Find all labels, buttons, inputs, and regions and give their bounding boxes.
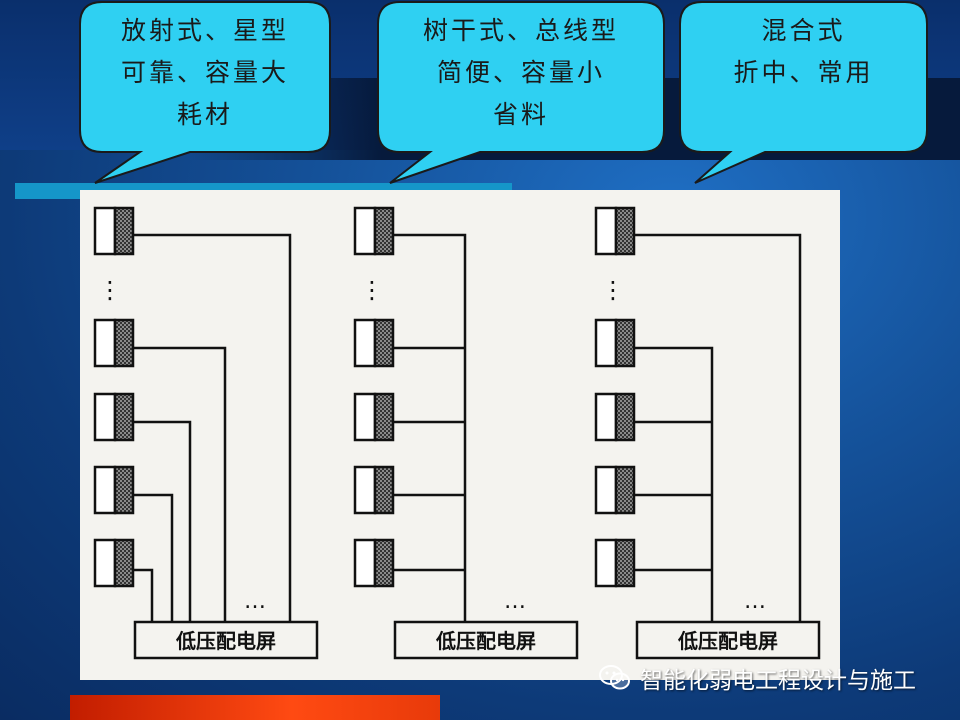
load-box [93, 465, 135, 515]
bubble-line: 放射式、星型 [120, 16, 289, 45]
mixed-diagram: 低压配电屏 [594, 206, 821, 660]
load-box [353, 465, 395, 515]
vertical-ellipsis: ⋮ [360, 276, 384, 304]
load-box [93, 392, 135, 442]
radial-diagram: 低压配电屏 [93, 206, 319, 660]
load-box [594, 392, 636, 442]
bubble-radial-shape [79, 1, 331, 184]
bubble-line: 混合式 [761, 16, 846, 45]
load-box [93, 538, 135, 588]
horizontal-ellipsis: … [244, 589, 266, 614]
load-box [353, 318, 395, 368]
screen-label: 低压配电屏 [677, 629, 778, 653]
load-box [594, 206, 636, 256]
bubble-line: 耗材 [176, 100, 233, 129]
load-box [594, 538, 636, 588]
bubble-line: 树干式、总线型 [422, 16, 619, 45]
screen-label: 低压配电屏 [435, 629, 536, 653]
bubble-trunk: 树干式、总线型 简便、容量小 省料 [380, 10, 662, 136]
load-box [353, 538, 395, 588]
load-box [353, 392, 395, 442]
load-box [353, 206, 395, 256]
bubble-line: 省料 [492, 100, 549, 129]
callout-bubbles [79, 1, 928, 184]
bubble-radial: 放射式、星型 可靠、容量大 耗材 [82, 10, 328, 136]
load-box [594, 465, 636, 515]
bubble-line: 折中、常用 [733, 58, 874, 87]
vertical-ellipsis: ⋮ [98, 276, 122, 304]
horizontal-ellipsis: … [504, 589, 526, 614]
wechat-icon [599, 665, 630, 690]
watermark-text: 智能化弱电工程设计与施工 [640, 668, 916, 694]
bottom-accent-bar [70, 695, 440, 720]
load-box [93, 318, 135, 368]
bubble-mixed: 混合式 折中、常用 [682, 10, 925, 94]
bubble-trunk-shape [377, 1, 665, 184]
screen-label: 低压配电屏 [175, 629, 276, 653]
diagram-panel: 低压配电屏 ⋮ … 低压配电屏 ⋮ … [80, 190, 840, 680]
watermark: 智能化弱电工程设计与施工 [598, 660, 916, 696]
bubble-line: 可靠、容量大 [120, 58, 289, 87]
vertical-ellipsis: ⋮ [601, 276, 625, 304]
trunk-diagram: 低压配电屏 [353, 206, 579, 660]
horizontal-ellipsis: … [744, 589, 766, 614]
load-box [93, 206, 135, 256]
bubble-mixed-shape [679, 1, 928, 184]
distribution-diagram: 低压配电屏 ⋮ … 低压配电屏 ⋮ … [93, 206, 821, 660]
bubble-line: 简便、容量小 [436, 58, 605, 87]
load-box [594, 318, 636, 368]
